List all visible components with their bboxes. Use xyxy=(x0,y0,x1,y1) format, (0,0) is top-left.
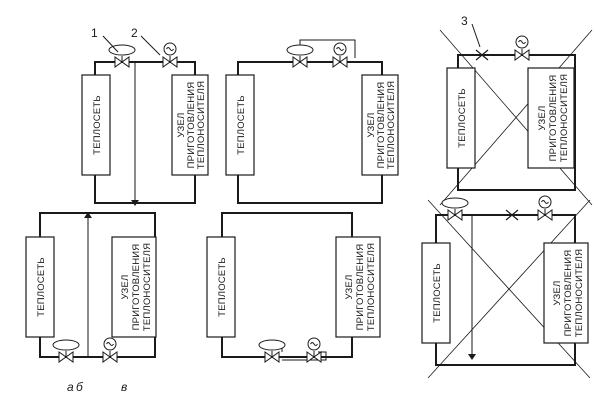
marker-3: 3 xyxy=(461,14,468,28)
node-box xyxy=(171,74,209,176)
pump-icon xyxy=(333,43,347,67)
node-label-2: ПРИГОТОВЛЕНИЯ xyxy=(548,75,559,162)
node-box xyxy=(527,67,575,169)
node-label-3: ТЕПЛОНОСИТЕЛЯ xyxy=(386,81,397,169)
pump-icon xyxy=(103,338,117,362)
node-label-1: УЗЕЛ xyxy=(537,106,548,131)
flow-meter-icon xyxy=(109,45,135,67)
flow-meter-icon xyxy=(287,45,313,67)
caption-c: в xyxy=(121,380,127,394)
node-label-1: УЗЕЛ xyxy=(366,113,377,138)
caption-a: а xyxy=(67,380,74,394)
network-label: ТЕПЛОСЕТЬ xyxy=(432,263,443,323)
pump-icon xyxy=(163,43,177,67)
scheme-bottom-left: ТЕПЛОСЕТЬ УЗЕЛ ПРИГОТОВЛЕНИЯ ТЕПЛОНОСИТЕ… xyxy=(25,212,157,362)
node-box xyxy=(543,242,589,344)
network-label: ТЕПЛОСЕТЬ xyxy=(236,95,247,155)
node-label-1: УЗЕЛ xyxy=(120,275,131,300)
scheme-bottom-middle: ТЕПЛОСЕТЬ УЗЕЛ ПРИГОТОВЛЕНИЯ ТЕПЛОНОСИТЕ… xyxy=(206,212,381,362)
network-box xyxy=(206,236,236,338)
node-label-2: ПРИГОТОВЛЕНИЯ xyxy=(376,82,387,169)
network-box xyxy=(421,242,451,344)
marker-2: 2 xyxy=(131,26,138,40)
network-label: ТЕПЛОСЕТЬ xyxy=(217,257,228,317)
node-label-1: УЗЕЛ xyxy=(552,281,563,306)
node-label-2: ПРИГОТОВЛЕНИЯ xyxy=(563,250,574,337)
node-label-2: ПРИГОТОВЛЕНИЯ xyxy=(186,82,197,169)
caption-b: б xyxy=(76,380,84,394)
node-label-3: ТЕПЛОНОСИТЕЛЯ xyxy=(574,249,585,337)
flow-meter-icon xyxy=(53,340,79,362)
marker-1: 1 xyxy=(91,26,98,40)
network-box xyxy=(225,74,255,176)
pump-icon xyxy=(515,36,529,60)
network-label: ТЕПЛОСЕТЬ xyxy=(36,257,47,317)
node-label-3: ТЕПЛОНОСИТЕЛЯ xyxy=(559,74,570,162)
node-label-2: ПРИГОТОВЛЕНИЯ xyxy=(131,244,142,331)
node-label-3: ТЕПЛОНОСИТЕЛЯ xyxy=(196,81,207,169)
node-label-2: ПРИГОТОВЛЕНИЯ xyxy=(355,244,366,331)
scheme-bottom-right: ТЕПЛОСЕТЬ УЗЕЛ ПРИГОТОВЛЕНИЯ ТЕПЛОНОСИТЕ… xyxy=(421,196,591,379)
node-label-3: ТЕПЛОНОСИТЕЛЯ xyxy=(142,243,153,331)
pump-icon xyxy=(307,338,321,362)
network-box xyxy=(446,67,476,169)
node-label-1: УЗЕЛ xyxy=(344,275,355,300)
flow-meter-icon xyxy=(259,340,285,362)
node-box xyxy=(361,74,399,176)
network-box xyxy=(81,74,111,176)
scheme-top-left: ТЕПЛОСЕТЬ УЗЕЛ ПРИГОТОВЛЕНИЯ ТЕПЛОНОСИТЕ… xyxy=(81,26,209,206)
node-box xyxy=(335,236,381,338)
pump-icon xyxy=(538,196,552,220)
network-label: ТЕПЛОСЕТЬ xyxy=(457,88,468,148)
network-label: ТЕПЛОСЕТЬ xyxy=(92,95,103,155)
node-label-3: ТЕПЛОНОСИТЕЛЯ xyxy=(366,243,377,331)
network-box xyxy=(25,236,55,338)
flow-meter-icon xyxy=(442,198,468,220)
scheme-top-right: ТЕПЛОСЕТЬ УЗЕЛ ПРИГОТОВЛЕНИЯ ТЕПЛОНОСИТЕ… xyxy=(439,14,593,206)
node-box xyxy=(111,236,157,338)
node-label-1: УЗЕЛ xyxy=(176,113,187,138)
scheme-top-middle: ТЕПЛОСЕТЬ УЗЕЛ ПРИГОТОВЛЕНИЯ ТЕПЛОНОСИТЕ… xyxy=(225,39,399,204)
